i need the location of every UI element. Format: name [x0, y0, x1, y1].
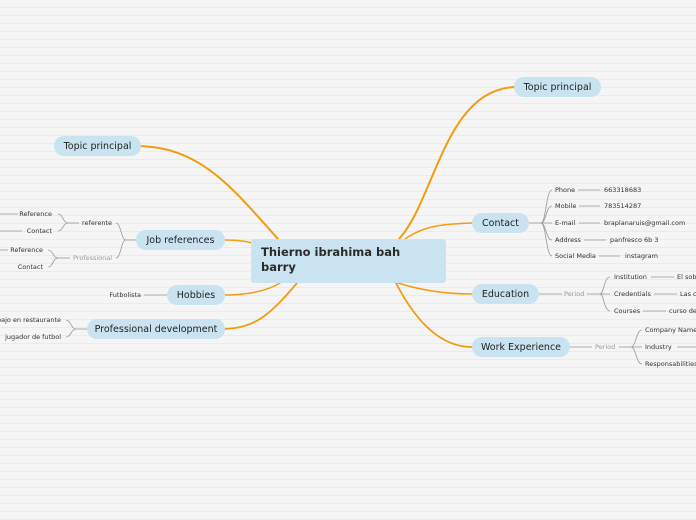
referente-contact[interactable]: Contact: [26, 227, 52, 235]
education-institution-value[interactable]: El sob: [677, 273, 696, 281]
hobby-futbolista[interactable]: Futbolista: [109, 291, 141, 299]
contact-address-key[interactable]: Address: [555, 236, 581, 244]
topic-hobbies[interactable]: Hobbies: [167, 285, 225, 305]
referente-reference[interactable]: Reference: [19, 210, 52, 218]
topic-contact[interactable]: Contact: [472, 213, 529, 233]
topic-professional-development[interactable]: Professional development: [87, 319, 225, 339]
prof-dev-futbol[interactable]: jugador de futbol: [5, 333, 61, 341]
job-ref-referente[interactable]: referente: [82, 219, 113, 227]
prof-dev-restaurante[interactable]: Trabajo en restaurante: [0, 316, 61, 324]
branch-hobbies: [223, 282, 281, 296]
work-responsabilities[interactable]: Responsabilities: [645, 360, 696, 368]
job-ref-professional[interactable]: Professional: [73, 254, 113, 262]
education-credentials-value[interactable]: Las c: [680, 290, 696, 298]
contact-email-key[interactable]: E-mail: [555, 219, 576, 227]
contact-social-value[interactable]: instagram: [625, 252, 658, 260]
work-company-name[interactable]: Company Name: [645, 326, 696, 334]
branch-education: [397, 282, 473, 295]
branch-contact: [404, 222, 473, 240]
branch-job-references: [223, 239, 253, 244]
contact-email-value[interactable]: braplanaruis@gmail.com: [604, 219, 686, 227]
topic-work-experience[interactable]: Work Experience: [472, 337, 570, 357]
topic-job-references[interactable]: Job references: [136, 230, 225, 250]
work-period[interactable]: Period: [595, 343, 616, 351]
contact-mobile-key[interactable]: Mobile: [555, 202, 577, 210]
education-institution-key[interactable]: Institution: [614, 273, 647, 281]
branch-right-topic: [398, 86, 517, 240]
topic-principal-right[interactable]: Topic principal: [514, 77, 601, 97]
branch-professional-development: [223, 282, 298, 330]
topic-principal-left[interactable]: Topic principal: [54, 136, 141, 156]
professional-reference[interactable]: Reference: [10, 246, 43, 254]
contact-mobile-value[interactable]: 783514287: [604, 202, 642, 210]
contact-social-key[interactable]: Social Media: [555, 252, 596, 260]
education-courses-value[interactable]: curso de: [669, 307, 696, 315]
contact-address-value[interactable]: panfresco 6b 3: [610, 236, 659, 244]
work-industry[interactable]: Industry: [645, 343, 672, 351]
branch-work-experience: [395, 282, 473, 348]
education-credentials-key[interactable]: Credentials: [614, 290, 651, 298]
central-topic[interactable]: Thierno ibrahima bah barry: [251, 239, 446, 283]
branch-left-topic: [139, 145, 279, 240]
education-courses-key[interactable]: Courses: [614, 307, 641, 315]
contact-phone-key[interactable]: Phone: [555, 186, 576, 194]
education-period[interactable]: Period: [564, 290, 585, 298]
topic-education[interactable]: Education: [472, 284, 539, 304]
professional-contact[interactable]: Contact: [17, 263, 43, 271]
contact-phone-value[interactable]: 663318683: [604, 186, 642, 194]
